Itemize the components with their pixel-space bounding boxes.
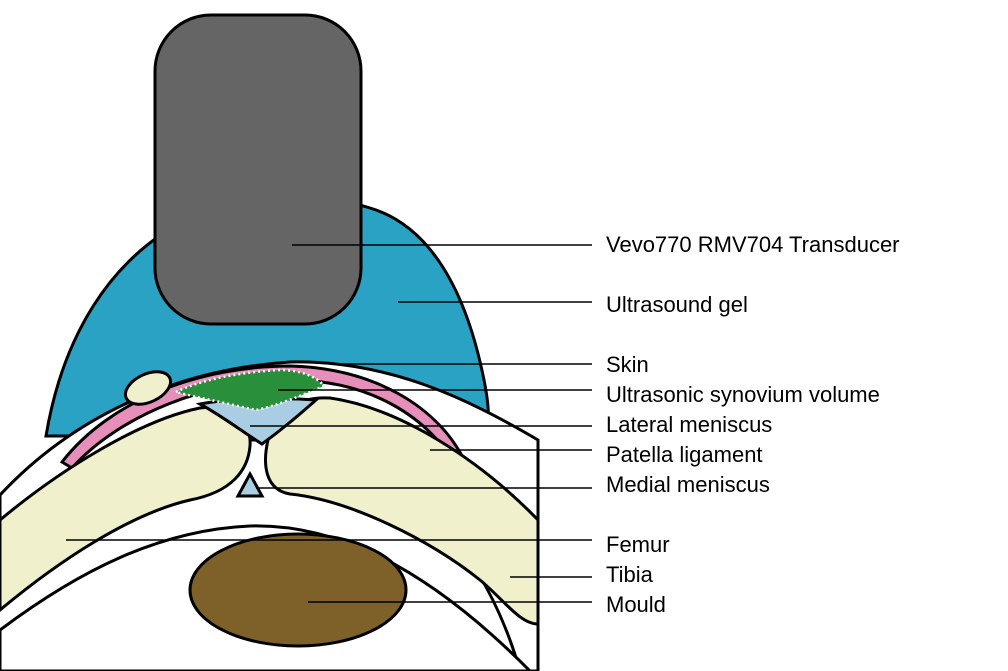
transducer-probe: [153, 13, 363, 326]
label-lateral-meniscus: Lateral meniscus: [606, 412, 772, 437]
skin-fold-oval: [123, 370, 173, 406]
synovium-volume: [172, 368, 327, 412]
label-gel: Ultrasound gel: [606, 292, 748, 317]
label-patella-ligament: Patella ligament: [606, 442, 763, 467]
mould-block: [188, 532, 408, 648]
leader-lines: [66, 244, 592, 603]
label-skin: Skin: [606, 352, 649, 377]
femur-bone: [0, 405, 252, 612]
label-medial-meniscus: Medial meniscus: [606, 472, 770, 497]
labels: Vevo770 RMV704 Transducer Ultrasound gel…: [606, 232, 900, 617]
label-synovium: Ultrasonic synovium volume: [606, 382, 880, 407]
label-transducer: Vevo770 RMV704 Transducer: [606, 232, 900, 257]
label-femur: Femur: [606, 532, 670, 557]
label-tibia: Tibia: [606, 562, 654, 587]
tibia-bone: [264, 396, 540, 626]
medial-meniscus-shape: [235, 470, 265, 498]
label-mould: Mould: [606, 592, 666, 617]
